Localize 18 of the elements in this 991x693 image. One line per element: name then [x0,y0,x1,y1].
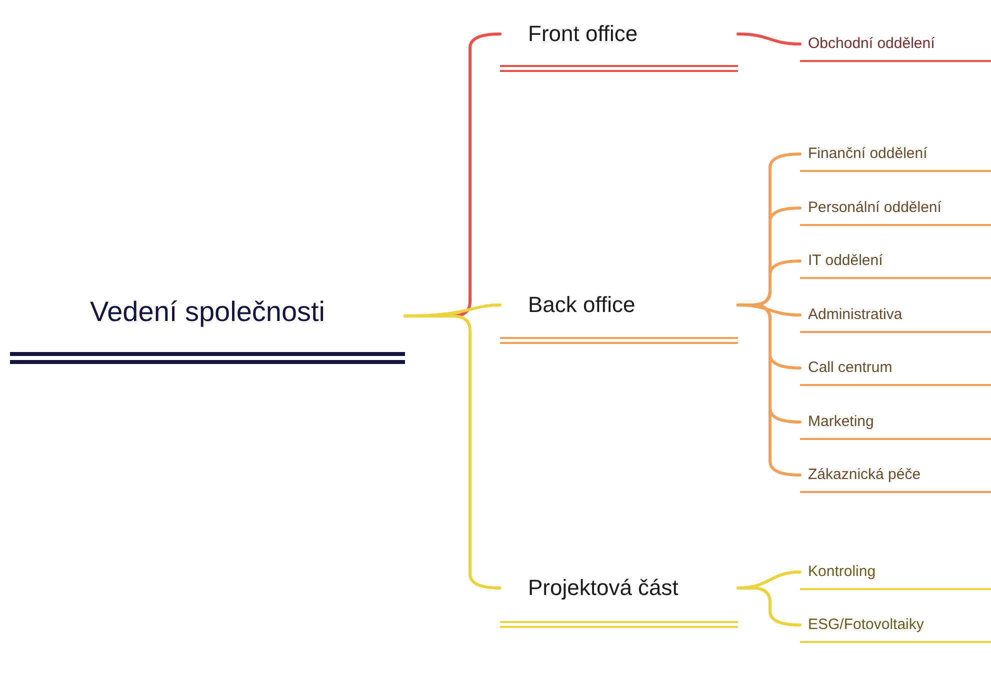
subtopic-label: Zákaznická péče [800,465,991,493]
branch-connector [736,32,802,46]
subtopic-label: Kontroling [800,562,991,590]
subtopic-label: ESG/Fotovoltaiky [800,615,991,643]
branch-connector [736,586,802,626]
main-topic-label: Back office [500,291,738,344]
subtopic-label: Marketing [800,412,991,440]
subtopic-label: Personální oddělení [800,198,991,226]
subtopic-label: Administrativa [800,305,991,333]
branch-connector [736,304,802,476]
subtopic-label: Obchodní oddělení [800,34,991,62]
main-topic-label: Front office [500,20,738,72]
subtopic-label: Call centrum [800,358,991,386]
branch-connector [404,314,502,590]
subtopic-label: IT oddělení [800,251,991,279]
subtopic-label: Finanční oddělení [800,144,991,172]
main-topic-label: Projektová část [500,574,738,628]
central-topic-label: Vedení společnosti [10,295,405,364]
